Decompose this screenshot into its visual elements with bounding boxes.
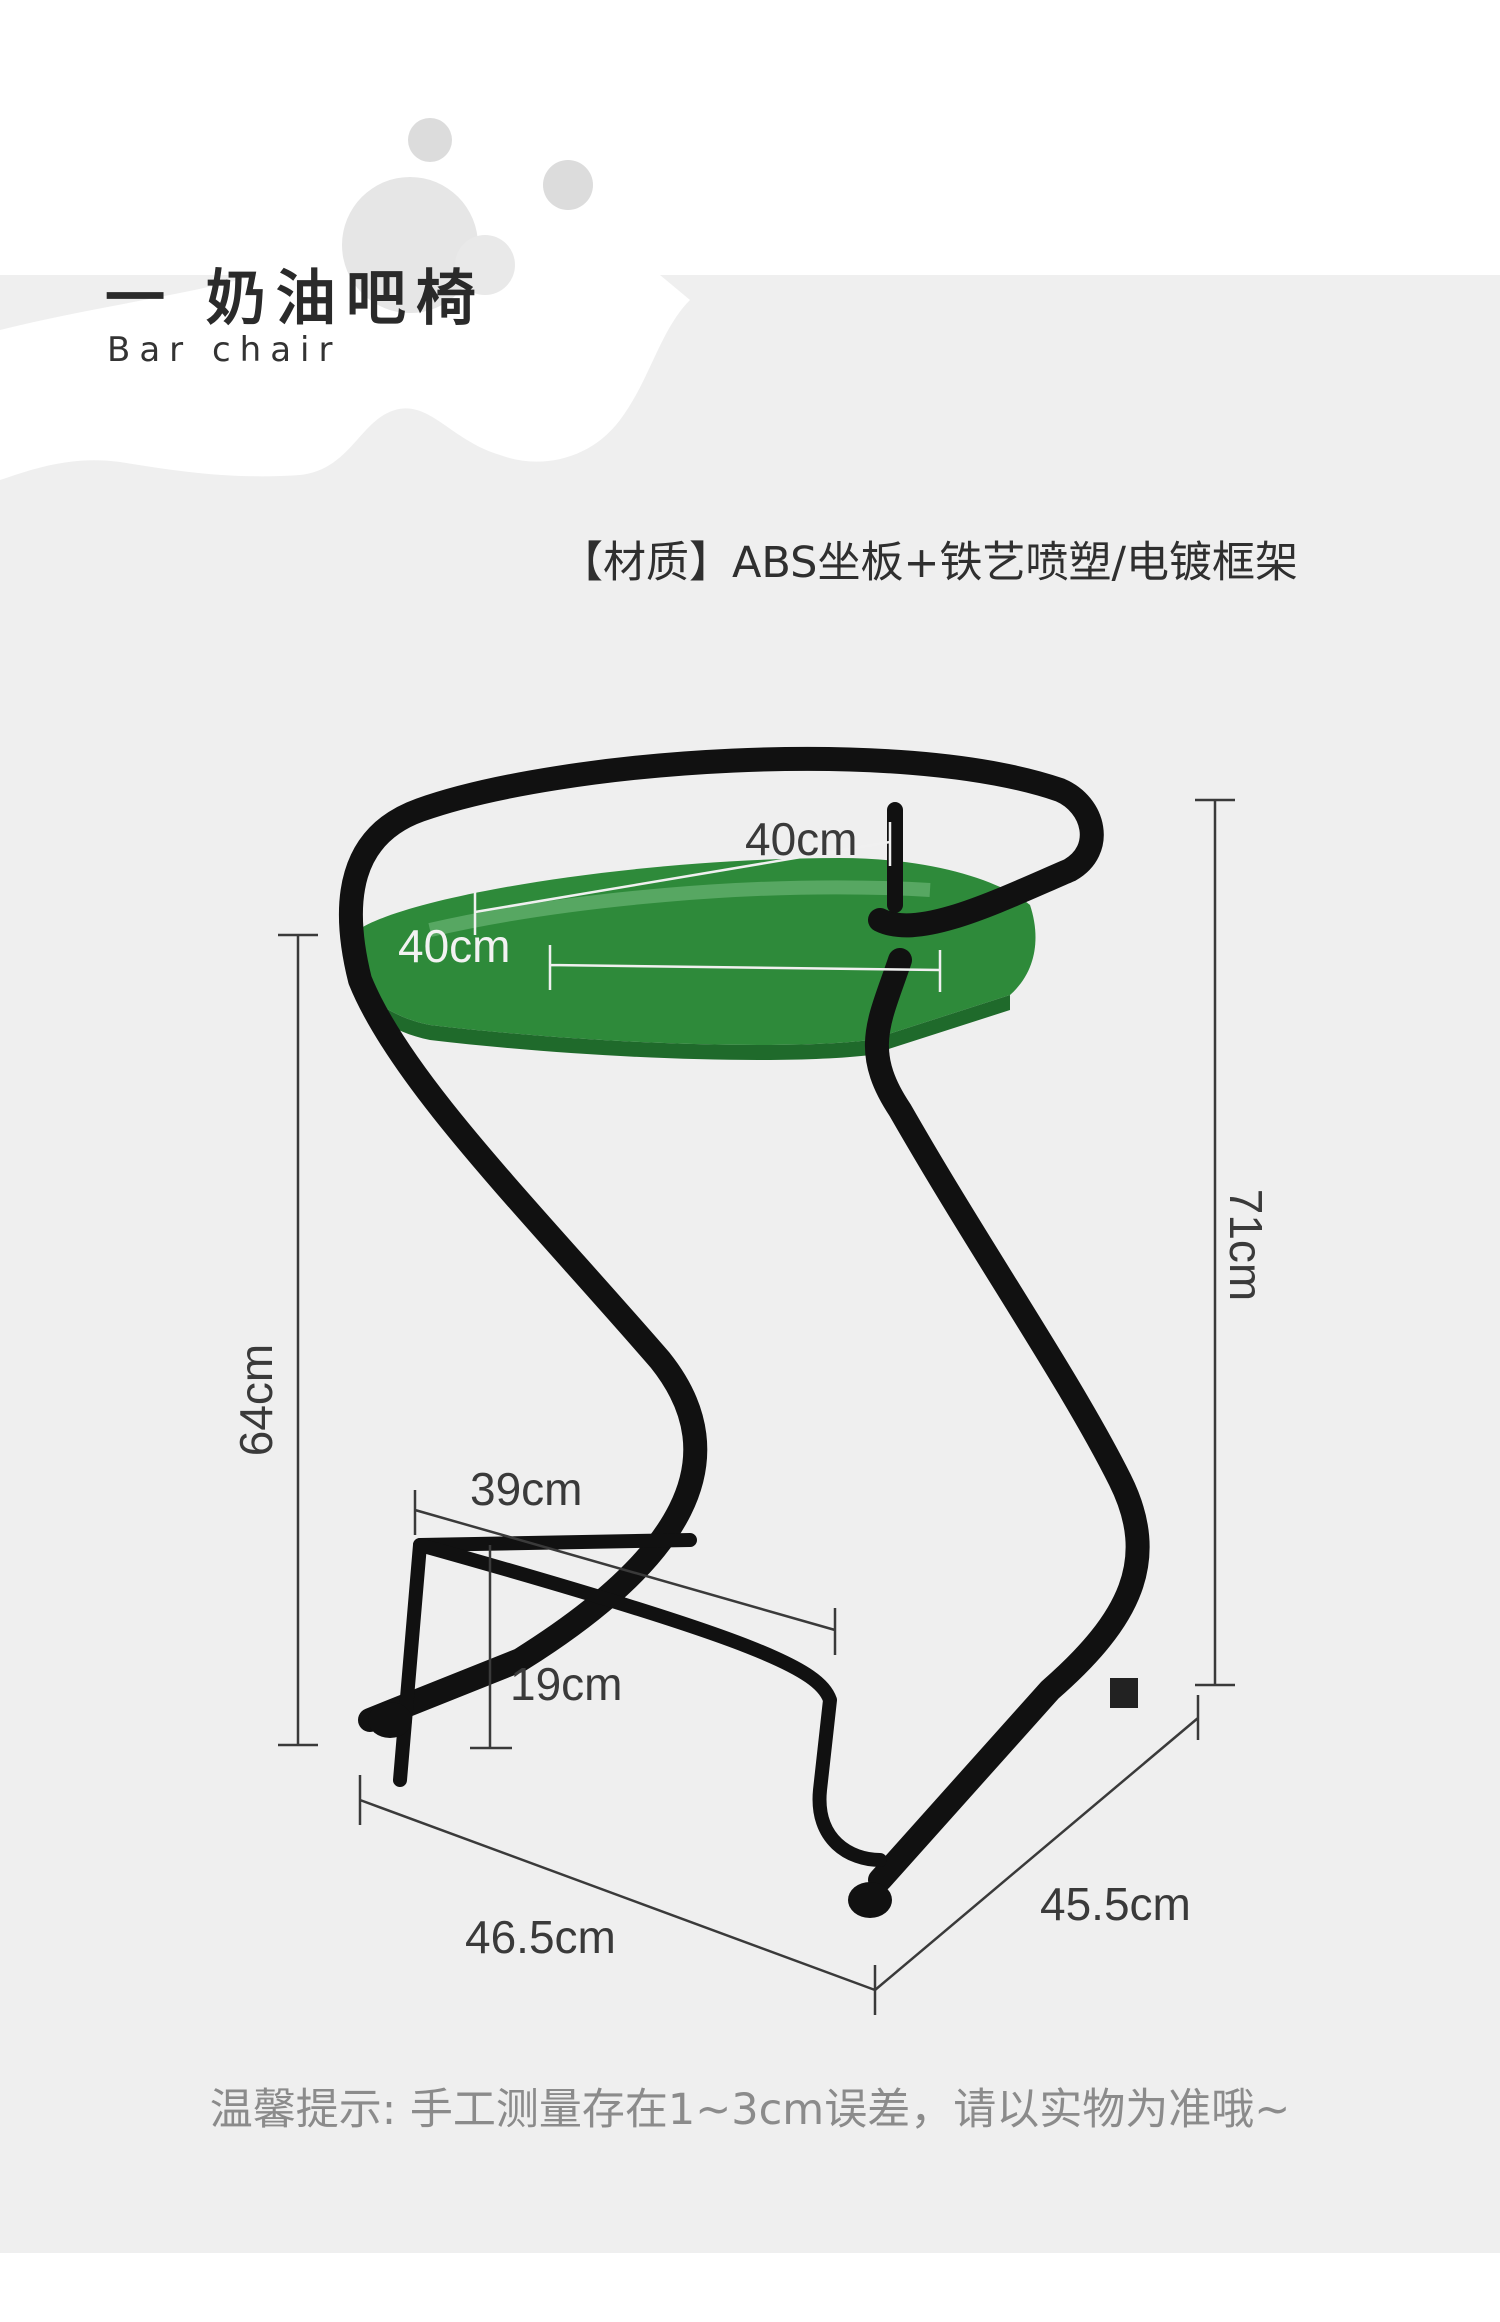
material-label: 【材质】ABS坐板+铁艺喷塑/电镀框架 xyxy=(560,538,1298,588)
seat-height-label: 64cm xyxy=(230,1344,282,1456)
base-depth-label: 45.5cm xyxy=(1040,1878,1191,1930)
splash-decoration xyxy=(0,118,690,480)
footrest-width-label: 39cm xyxy=(470,1463,582,1515)
base-width-label: 46.5cm xyxy=(465,1911,616,1963)
seat-depth-label: 40cm xyxy=(745,813,857,865)
total-height-label: 71cm xyxy=(1220,1189,1272,1301)
content-panel xyxy=(0,275,1500,2253)
page-subtitle: Bar chair xyxy=(107,330,342,370)
dimension-lines xyxy=(278,798,1235,2015)
footrest-height-label: 19cm xyxy=(510,1658,622,1710)
chair-frame xyxy=(338,746,1150,1892)
page-title: 一 奶油吧椅 xyxy=(105,264,486,334)
seat-width-label: 40cm xyxy=(398,920,510,972)
measurement-tip: 温馨提示: 手工测量存在1~3cm误差，请以实物为准哦~ xyxy=(209,2085,1291,2135)
seat-dimension-lines xyxy=(473,822,942,992)
